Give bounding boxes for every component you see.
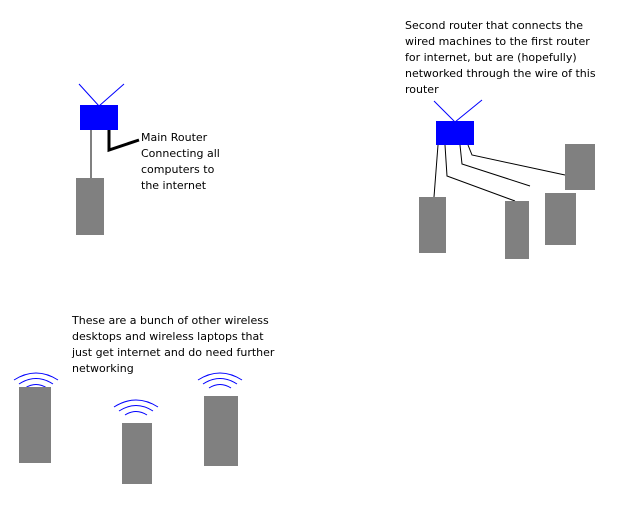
main-router-label: Main Router Connecting all computers to … [141,130,220,194]
wifi-signal-icon [13,372,59,381]
main-router-cable [107,130,140,153]
wireless-label: These are a bunch of other wireless desk… [72,313,274,377]
wireless-label-line: desktops and wireless laptops that [72,330,264,343]
second-router-label: Second router that connects the wired ma… [405,18,596,98]
wifi-signal-icon [124,411,148,416]
wireless-computer-2-tower [122,423,152,484]
main-router [80,105,118,130]
wifi-signal-icon [208,384,232,389]
main-router-label-line: Connecting all [141,147,220,160]
wifi-signal-icon [118,405,154,412]
wire-to-computer-2 [444,144,516,202]
wifi-signal-icon [202,378,238,385]
wireless-computer-2 [113,399,159,484]
second-router-label-line: networked through the wire of this [405,67,596,80]
wired-computer-1 [419,197,446,253]
wire-to-computer-4 [467,144,566,176]
wireless-group [13,372,243,484]
second-router-label-line: wired machines to the first router [405,35,590,48]
second-router-antenna-right [454,99,483,123]
second-router-group [419,99,595,259]
main-router-group [76,83,140,235]
wireless-label-line: just get internet and do need further [72,346,275,359]
wired-computer-4 [565,144,595,190]
wifi-signal-icon [24,384,48,389]
wifi-signal-icon [113,399,159,408]
second-router [436,121,474,145]
wireless-label-line: These are a bunch of other wireless [72,314,269,327]
wireless-computer-1 [13,372,59,463]
second-router-label-line: for internet, but are (hopefully) [405,51,577,64]
wireless-label-line: networking [72,362,134,375]
main-router-label-line: Main Router [141,131,208,144]
wifi-signal-icon [18,378,54,385]
second-router-label-line: router [405,83,439,96]
wire-to-computer-3 [459,144,531,187]
wired-computer-2 [505,201,529,259]
main-router-antenna-left [78,83,100,107]
main-router-label-line: the internet [141,179,207,192]
wire-to-computer-1 [433,144,439,198]
second-router-antenna-left [433,100,456,123]
main-router-antenna-right [98,83,125,107]
wireless-computer-1-tower [19,387,51,463]
second-router-label-line: Second router that connects the [405,19,584,32]
main-router-label-line: computers to [141,163,215,176]
wireless-computer-3 [197,372,243,466]
wired-computer-3 [545,193,576,245]
main-computer [76,178,104,235]
wireless-computer-3-tower [204,396,238,466]
wifi-signal-icon [197,372,243,381]
